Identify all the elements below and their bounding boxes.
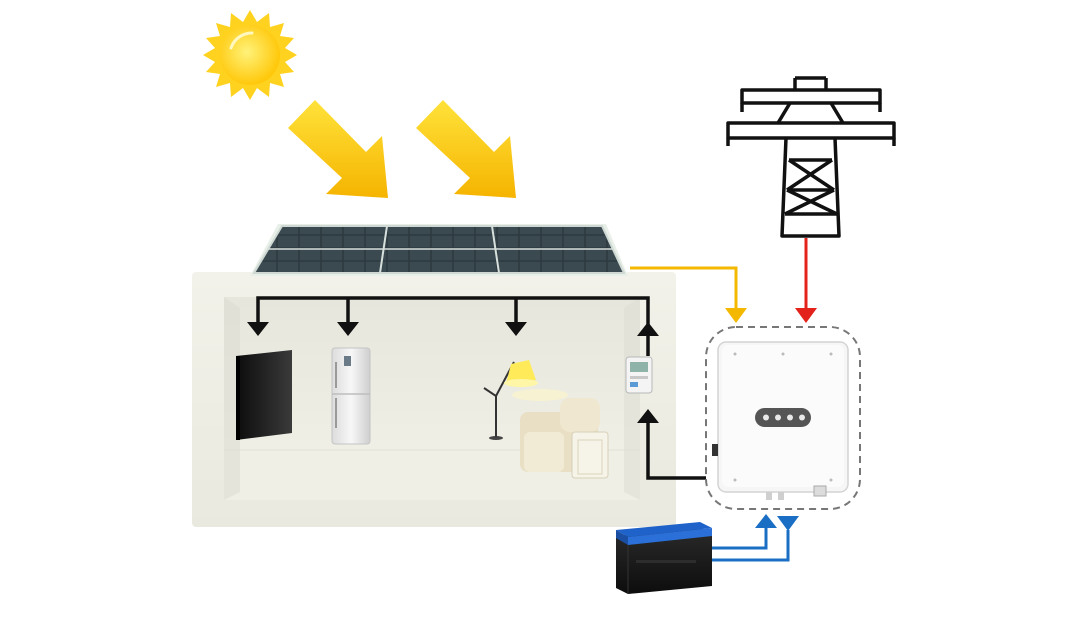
- inverter-led-icon: [787, 414, 793, 421]
- grid-connection-line: [795, 238, 817, 323]
- refrigerator-icon: [331, 347, 371, 445]
- house-icon: [192, 272, 676, 527]
- sun-icon: [203, 10, 297, 100]
- battery-connection-line: [706, 514, 799, 562]
- tv-icon: [236, 350, 292, 440]
- meter-icon: [625, 356, 653, 394]
- sofa-icon: [520, 398, 609, 479]
- inverter-icon: [705, 326, 861, 510]
- pv-connection-line: [630, 266, 747, 323]
- inverter-led-icon: [763, 414, 769, 421]
- solar-panel-icon: [250, 224, 628, 276]
- battery-icon: [616, 522, 712, 594]
- power-tower-icon: [726, 76, 896, 238]
- load-wiring: [247, 296, 706, 480]
- inverter-led-icon: [799, 414, 805, 421]
- lamp-icon: [483, 360, 568, 440]
- inverter-led-icon: [775, 414, 781, 421]
- sunlight-arrow-icon: [288, 100, 516, 198]
